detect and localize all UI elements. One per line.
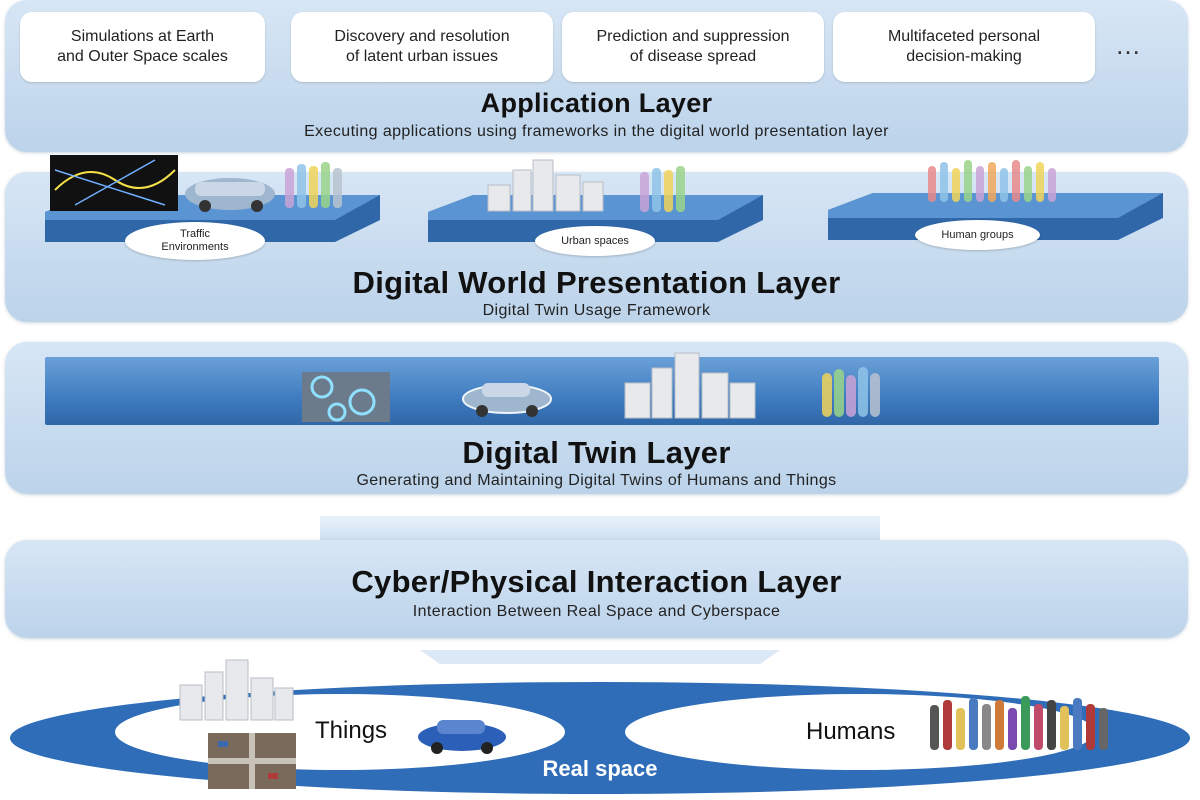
interaction-layer: Cyber/Physical Interaction Layer Interac… — [5, 540, 1188, 638]
app-box-disease-spread: Prediction and suppression of disease sp… — [562, 12, 824, 82]
interaction-layer-title: Cyber/Physical Interaction Layer — [351, 564, 842, 599]
digital-twin-bar — [45, 357, 1159, 425]
app-box-label: Discovery and resolution of latent urban… — [334, 28, 510, 65]
things-label: Things — [315, 717, 388, 744]
interaction-layer-subtitle: Interaction Between Real Space and Cyber… — [412, 603, 781, 620]
app-box-decision-making: Multifaceted personal decision-making — [833, 12, 1095, 82]
app-box-simulations: Simulations at Earth and Outer Space sca… — [20, 12, 265, 82]
application-layer: Simulations at Earth and Outer Space sca… — [5, 0, 1188, 152]
connector-band — [320, 516, 880, 544]
things-buildings-icon — [179, 659, 294, 721]
human-platform-graphic — [828, 160, 1163, 240]
twin-humans-icon — [822, 367, 880, 417]
things-traffic-photo — [208, 733, 296, 789]
app-box-label: Prediction and suppression of disease sp… — [596, 28, 790, 65]
app-box-urban-issues: Discovery and resolution of latent urban… — [291, 12, 553, 82]
application-layer-title: Application Layer — [480, 88, 713, 118]
app-box-label: Multifaceted personal decision-making — [887, 28, 1041, 65]
urban-platform-graphic — [428, 159, 763, 242]
presentation-layer-title: Digital World Presentation Layer — [352, 265, 841, 300]
digital-twin-layer-title: Digital Twin Layer — [462, 435, 731, 470]
real-space-label: Real space — [542, 756, 658, 781]
things-car-icon — [418, 720, 506, 754]
app-box-label: Simulations at Earth and Outer Space sca… — [57, 28, 228, 65]
humans-label: Humans — [806, 718, 896, 745]
platform-label-urban: Urban spaces — [535, 226, 655, 256]
twin-urban-icon — [624, 352, 756, 419]
platform-label-traffic: Traffic Environments — [125, 222, 265, 260]
traffic-platform-graphic — [45, 155, 380, 242]
platform-label-human: Human groups — [915, 220, 1040, 250]
twin-traffic-icon — [302, 372, 390, 422]
more-applications-ellipsis: … — [1115, 30, 1143, 60]
humans-crowd-photo — [930, 696, 1108, 750]
application-layer-subtitle: Executing applications using frameworks … — [304, 123, 889, 140]
presentation-layer-subtitle: Digital Twin Usage Framework — [482, 302, 711, 319]
twin-car-icon — [462, 383, 552, 417]
digital-twin-layer-subtitle: Generating and Maintaining Digital Twins… — [356, 472, 837, 489]
